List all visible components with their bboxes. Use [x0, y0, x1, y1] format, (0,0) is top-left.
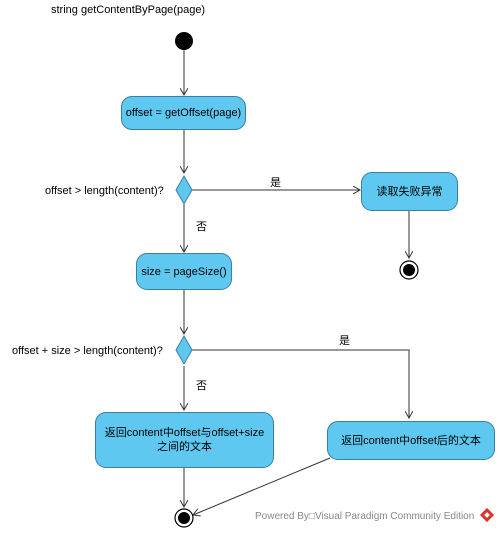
action-read-failure-label: 读取失败异常	[376, 185, 443, 198]
decision-node-2	[175, 334, 193, 366]
decision-node-1	[175, 174, 193, 206]
edge-after-to-final	[193, 457, 331, 515]
action-getoffset-label: offset = getOffset(page)	[125, 107, 242, 119]
decision-2-condition: offset + size > length(content)?	[12, 345, 163, 357]
watermark-text: Powered By□Visual Paradigm Community Edi…	[255, 511, 475, 522]
action-return-after[interactable]: 返回content中offset后的文本	[327, 421, 495, 460]
action-return-after-label: 返回content中offset后的文本	[341, 434, 481, 447]
final-node-failure	[399, 260, 419, 280]
action-getoffset[interactable]: offset = getOffset(page)	[121, 96, 246, 130]
action-pagesize-label: size = pageSize()	[141, 265, 227, 278]
diagram-title: string getContentByPage(page)	[51, 4, 206, 16]
action-return-between-label-1: 返回content中offset与offset+size	[104, 427, 265, 439]
action-return-between-label-2: 之间的文本	[156, 441, 212, 453]
edge-d2-yes	[192, 349, 409, 418]
action-return-between[interactable]: 返回content中offset与offset+size 之间的文本	[95, 412, 274, 468]
initial-node	[175, 32, 193, 50]
action-read-failure[interactable]: 读取失败异常	[361, 172, 458, 211]
final-node-end	[174, 508, 194, 528]
edge-d2-no-label: 否	[196, 380, 207, 392]
edge-d1-yes-label: 是	[270, 177, 281, 189]
action-pagesize[interactable]: size = pageSize()	[136, 253, 232, 290]
decision-1-condition: offset > length(content)?	[45, 185, 164, 197]
edge-d2-yes-label: 是	[339, 335, 350, 347]
edge-d1-no-label: 否	[196, 221, 207, 233]
visual-paradigm-logo-icon	[479, 507, 495, 523]
